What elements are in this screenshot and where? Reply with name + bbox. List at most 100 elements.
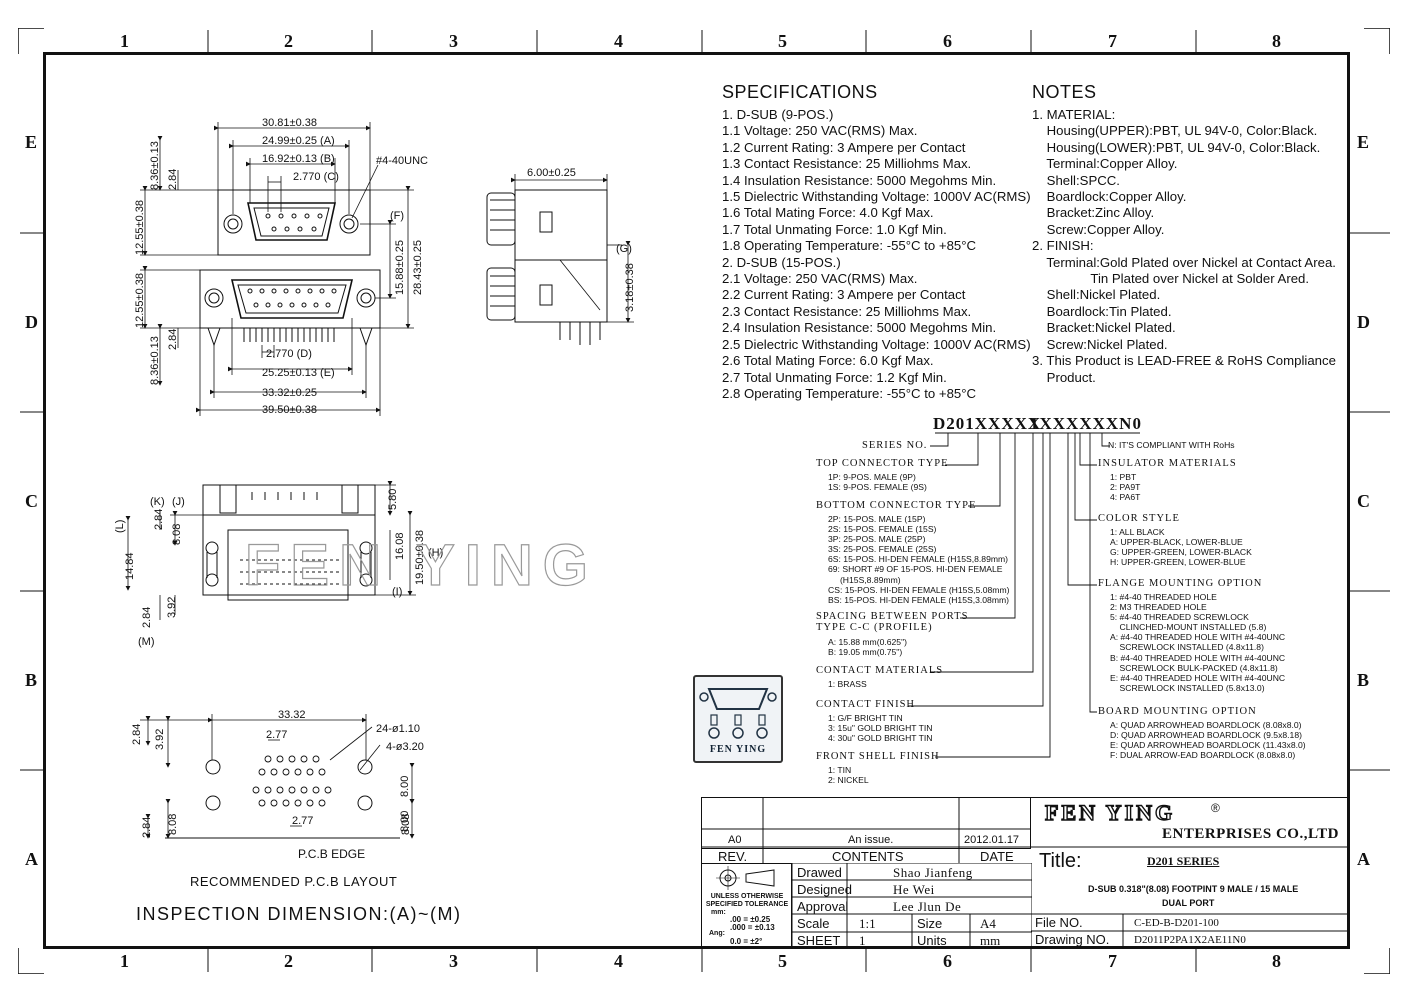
spec-line: 1. D-SUB (9-POS.)	[722, 107, 834, 122]
option-group-title: SPACING BETWEEN PORTS TYPE C-C (PROFILE)	[816, 611, 969, 633]
option-item: H: UPPER-GREEN, LOWER-BLUE	[1110, 557, 1246, 568]
option-item: B: #4-40 THREADED HOLE WITH #4-40UNC	[1110, 652, 1286, 663]
designed-value: He Wei	[893, 882, 935, 897]
spec-line: 1.7 Total Unmating Force: 1.0 Kgf Min.	[722, 221, 947, 237]
option-item: A: QUAD ARROWHEAD BOARDLOCK (8.08x8.0)	[1110, 720, 1302, 730]
tolerance-title: UNLESS OTHERWISE SPECIFIED TOLERANCE	[705, 893, 789, 908]
dim-text: (G)	[616, 243, 632, 255]
grid-col-8-bottom: 8	[1272, 951, 1281, 971]
grid-row-B: B	[25, 670, 38, 690]
sheet-value: 1	[859, 933, 866, 948]
dim-text: 2.84	[167, 329, 179, 350]
notes-list: 1. MATERIAL: Housing(UPPER):PBT, UL 94V-…	[1032, 107, 1336, 386]
grid-col-7-bottom: 7	[1108, 951, 1117, 971]
file-no-label: File NO.	[1035, 915, 1083, 930]
dim-text: 2.84	[167, 169, 179, 190]
drawing-no-label: Drawing NO.	[1035, 932, 1110, 947]
grid-col-5: 5	[778, 31, 787, 51]
note-line: 3. This Product is LEAD-FREE & RoHS Comp…	[1032, 353, 1336, 369]
option-item: F: DUAL ARROW-EAD BOARDLOCK (8.08x8.0)	[1110, 750, 1296, 761]
tolerance-ang-label: Ang:	[709, 930, 725, 937]
dim-text: (H)	[428, 547, 443, 559]
option-item: BS: 15-POS. HI-DEN FEMALE (H15S,3.08mm)	[828, 594, 1009, 605]
grid-col-3-bottom: 3	[449, 951, 458, 971]
spec-line: 1.8 Operating Temperature: -55°C to +85°…	[722, 238, 977, 254]
option-item: 1: G/F BRIGHT TIN	[828, 713, 903, 723]
spec-line: 2.3 Contact Resistance: 25 Milliohms Max…	[722, 303, 972, 319]
grid-col-1: 1	[120, 31, 129, 51]
note-line: Product.	[1032, 369, 1096, 385]
scale-label: Scale	[797, 916, 830, 931]
size-value: A4	[980, 916, 996, 931]
dim-text: 12.55±0.38	[134, 273, 146, 328]
grid-row-B-right: B	[1357, 670, 1370, 690]
option-item: G: UPPER-GREEN, LOWER-BLACK	[1110, 547, 1252, 558]
fen-ying-logo: FEN YING	[693, 675, 783, 763]
grid-row-A-right: A	[1357, 849, 1370, 869]
option-item: 4: 30u" GOLD BRIGHT TIN	[828, 733, 933, 744]
option-item: 1: PBT	[1110, 472, 1137, 482]
description-line-2: DUAL PORT	[1162, 898, 1215, 908]
dim-text: 39.50±0.38	[262, 404, 317, 416]
grid-col-6-bottom: 6	[943, 951, 952, 971]
note-line: 1. MATERIAL:	[1032, 107, 1116, 122]
note-line: Bracket:Zinc Alloy.	[1032, 205, 1155, 221]
option-group-title: TOP CONNECTOR TYPE	[816, 458, 949, 469]
dim-text: 2.84	[141, 817, 153, 838]
option-item: SCREWLOCK BULK-PACKED (4.8x11.8)	[1110, 662, 1278, 673]
dim-text: 8.36±0.13	[149, 336, 161, 385]
option-group-items: 1: BRASS	[828, 679, 867, 689]
option-group-items: A: 15.88 mm(0.625")B: 19.05 mm(0.75")	[828, 637, 907, 657]
option-item: B: 19.05 mm(0.75")	[828, 647, 903, 658]
drawing-no-value: D2011P2PA1X2AE11N0	[1134, 934, 1246, 946]
dim-text: 14.84	[124, 552, 136, 580]
option-group-title: COLOR STYLE	[1098, 513, 1180, 524]
spec-line: 2.5 Dielectric Withstanding Voltage: 100…	[722, 336, 1031, 352]
spec-line: 1.2 Current Rating: 3 Ampere per Contact	[722, 139, 966, 155]
dim-text: 8.08	[400, 814, 412, 835]
dim-text: 16.08	[394, 532, 406, 560]
spec-line: 1.3 Contact Resistance: 25 Milliohms Max…	[722, 156, 972, 172]
size-label: Size	[917, 916, 943, 931]
option-item: 4: PA6T	[1110, 492, 1141, 503]
tolerance-line-3: 0.0 = ±2°	[730, 937, 763, 946]
spec-line: 1.6 Total Mating Force: 4.0 Kgf Max.	[722, 205, 934, 221]
tolerance-line-1: .00 = ±0.25	[730, 915, 771, 924]
contents-label: CONTENTS	[832, 849, 904, 864]
option-group-items: A: QUAD ARROWHEAD BOARDLOCK (8.08x8.0)D:…	[1110, 720, 1306, 760]
grid-col-1-bottom: 1	[120, 951, 129, 971]
grid-col-3: 3	[449, 31, 458, 51]
dim-text: 8.08	[171, 524, 183, 545]
dim-text: (K)	[150, 496, 165, 508]
note-line: Housing(UPPER):PBT, UL 94V-0, Color:Blac…	[1032, 123, 1318, 139]
dim-text: 33.32±0.25	[262, 387, 317, 399]
top-view-lower-connector	[199, 269, 381, 347]
dim-text: 8.08	[167, 814, 179, 835]
option-item: 1: BRASS	[828, 679, 867, 689]
projection-symbol-icon	[716, 866, 775, 890]
dim-text: #4-40UNC	[376, 155, 428, 167]
option-item: 5: #4-40 THREADED SCREWLOCK	[1110, 612, 1249, 623]
tolerance-unit: mm:	[711, 909, 726, 916]
option-item: 1: ALL BLACK	[1110, 527, 1165, 537]
grid-col-2-bottom: 2	[284, 951, 293, 971]
sheet-inner-frame	[43, 52, 1350, 949]
option-item: 69: SHORT #9 OF 15-POS. HI-DEN FEMALE	[828, 564, 1003, 575]
dim-text: 28.43±0.25	[412, 240, 424, 295]
dsub-logo-icon	[699, 688, 777, 739]
part-code-suffix: 1XXXXXXN0	[1030, 414, 1142, 433]
option-item: 2: M3 THREADED HOLE	[1110, 602, 1207, 613]
inspection-caption: INSPECTION DIMENSION:(A)~(M)	[136, 904, 462, 924]
pcb-edge-label: P.C.B EDGE	[298, 847, 365, 861]
option-item: 1: TIN	[828, 765, 852, 775]
option-item: 6S: 15-POS. HI-DEN FEMALE (H15S,8.89mm)	[828, 554, 1009, 565]
dim-text: 19.50±0.38	[414, 530, 426, 585]
dim-text: 3.92	[154, 729, 166, 750]
designed-label: Designed	[797, 882, 852, 897]
option-group-items: 1P: 9-POS. MALE (9P)1S: 9-POS. FEMALE (9…	[828, 472, 927, 492]
fen-ying-watermark: FEN YING	[245, 533, 598, 598]
dim-text: 6.00±0.25	[527, 167, 576, 179]
